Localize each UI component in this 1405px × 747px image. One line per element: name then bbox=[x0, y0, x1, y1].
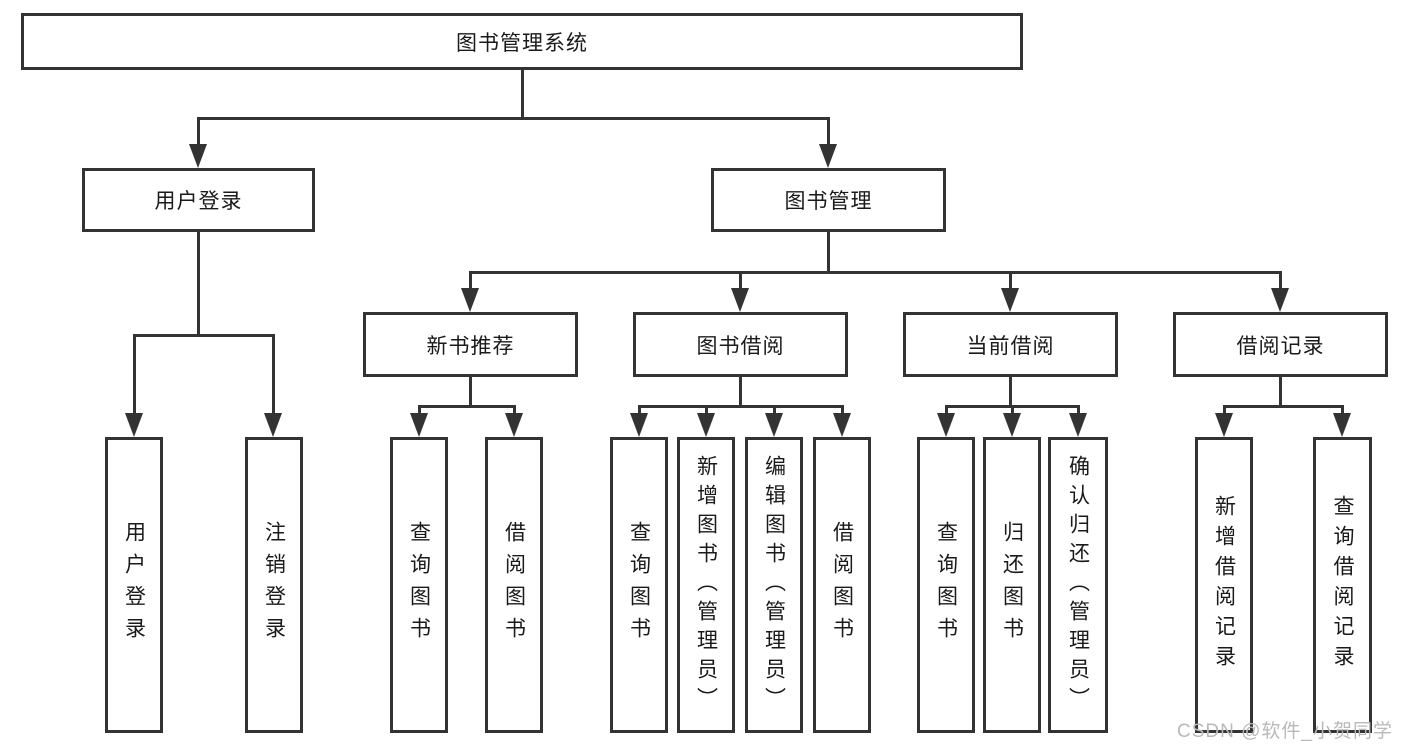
leaf-newrec-borrow-books-label: 借阅图书 bbox=[502, 521, 526, 649]
connector-line bbox=[417, 405, 516, 408]
connector-line bbox=[1222, 405, 1226, 417]
connector-line bbox=[196, 117, 200, 148]
leaf-borrow-edit-books-admin-label: 编辑图书（管理员） bbox=[762, 454, 786, 716]
connector-line bbox=[1278, 377, 1282, 408]
connector-line bbox=[637, 405, 844, 408]
leaf-records-add-record: 新增借阅记录 bbox=[1195, 437, 1253, 733]
leaf-user-login: 用户登录 bbox=[105, 437, 163, 733]
arrow-down-head bbox=[1215, 413, 1233, 437]
leaf-borrow-add-books-admin-label: 新增图书（管理员） bbox=[694, 454, 718, 716]
connector-line bbox=[840, 405, 844, 417]
connector-line bbox=[1076, 405, 1080, 417]
connector-line bbox=[1340, 405, 1344, 417]
arrow-down-head bbox=[833, 413, 851, 437]
leaf-newrec-query-books-label: 查询图书 bbox=[407, 521, 431, 649]
connector-line bbox=[468, 271, 1282, 274]
node-book-management: 图书管理 bbox=[711, 168, 946, 232]
connector-line bbox=[826, 117, 830, 148]
node-book-borrowing-label: 图书借阅 bbox=[696, 334, 785, 358]
connector-line bbox=[826, 232, 830, 274]
connector-line bbox=[738, 377, 742, 408]
arrow-down-head bbox=[1001, 288, 1019, 312]
node-new-book-recommend: 新书推荐 bbox=[363, 312, 578, 377]
leaf-current-query-books-label: 查询图书 bbox=[934, 521, 958, 649]
arrow-down-head bbox=[1069, 413, 1087, 437]
leaf-borrow-borrow-books-label: 借阅图书 bbox=[830, 521, 854, 649]
connector-line bbox=[132, 334, 275, 337]
leaf-borrow-query-books-label: 查询图书 bbox=[627, 521, 651, 649]
connector-line bbox=[704, 405, 708, 417]
csdn-watermark: CSDN @软件_小贺同学 bbox=[1177, 721, 1393, 742]
connector-line bbox=[772, 405, 776, 417]
node-borrowing-records: 借阅记录 bbox=[1173, 312, 1388, 377]
connector-line bbox=[132, 334, 136, 416]
leaf-current-confirm-return-admin: 确认归还（管理员） bbox=[1048, 437, 1108, 733]
connector-line bbox=[1222, 405, 1344, 408]
connector-line bbox=[520, 70, 524, 118]
connector-line bbox=[1010, 405, 1014, 417]
node-book-borrowing: 图书借阅 bbox=[633, 312, 848, 377]
connector-line bbox=[271, 334, 275, 416]
arrow-down-head bbox=[731, 288, 749, 312]
connector-line bbox=[1008, 377, 1012, 408]
arrow-down-head bbox=[461, 288, 479, 312]
leaf-borrow-query-books: 查询图书 bbox=[610, 437, 668, 733]
arrow-down-head bbox=[189, 144, 207, 168]
leaf-logout-label: 注销登录 bbox=[262, 521, 286, 649]
connector-line bbox=[944, 405, 948, 417]
connector-line bbox=[468, 377, 472, 408]
leaf-current-return-books-label: 归还图书 bbox=[1000, 521, 1024, 649]
arrow-down-head bbox=[505, 413, 523, 437]
leaf-logout: 注销登录 bbox=[245, 437, 303, 733]
connector-line bbox=[1278, 271, 1282, 291]
connector-line bbox=[417, 405, 421, 417]
node-current-borrowing-label: 当前借阅 bbox=[966, 334, 1055, 358]
node-root: 图书管理系统 bbox=[21, 13, 1023, 70]
leaf-records-add-record-label: 新增借阅记录 bbox=[1212, 495, 1236, 675]
leaf-current-confirm-return-admin-label: 确认归还（管理员） bbox=[1066, 454, 1090, 716]
leaf-borrow-edit-books-admin: 编辑图书（管理员） bbox=[745, 437, 803, 733]
connector-line bbox=[637, 405, 641, 417]
leaf-newrec-borrow-books: 借阅图书 bbox=[485, 437, 543, 733]
node-root-label: 图书管理系统 bbox=[456, 31, 588, 55]
arrow-down-head bbox=[264, 413, 282, 437]
node-current-borrowing: 当前借阅 bbox=[903, 312, 1118, 377]
arrow-down-head bbox=[937, 413, 955, 437]
connector-line bbox=[738, 271, 742, 291]
leaf-current-return-books: 归还图书 bbox=[983, 437, 1041, 733]
leaf-current-query-books: 查询图书 bbox=[917, 437, 975, 733]
arrow-down-head bbox=[819, 144, 837, 168]
arrow-down-head bbox=[765, 413, 783, 437]
leaf-borrow-add-books-admin: 新增图书（管理员） bbox=[677, 437, 735, 733]
arrow-down-head bbox=[410, 413, 428, 437]
connector-line bbox=[468, 271, 472, 291]
node-borrowing-records-label: 借阅记录 bbox=[1236, 334, 1325, 358]
node-book-management-label: 图书管理 bbox=[784, 190, 873, 213]
arrow-down-head bbox=[125, 413, 143, 437]
node-new-book-recommend-label: 新书推荐 bbox=[426, 334, 515, 358]
connector-line bbox=[512, 405, 516, 417]
leaf-borrow-borrow-books: 借阅图书 bbox=[813, 437, 871, 733]
leaf-records-query-record: 查询借阅记录 bbox=[1313, 437, 1372, 733]
connector-line bbox=[196, 117, 830, 120]
node-user-login: 用户登录 bbox=[82, 168, 315, 232]
arrow-down-head bbox=[697, 413, 715, 437]
arrow-down-head bbox=[1333, 413, 1351, 437]
leaf-records-query-record-label: 查询借阅记录 bbox=[1331, 495, 1354, 675]
node-user-login-label: 用户登录 bbox=[154, 190, 243, 213]
leaf-user-login-label: 用户登录 bbox=[122, 521, 146, 649]
connector-line bbox=[1008, 271, 1012, 291]
arrow-down-head bbox=[1003, 413, 1021, 437]
leaf-newrec-query-books: 查询图书 bbox=[390, 437, 448, 733]
arrow-down-head bbox=[1271, 288, 1289, 312]
connector-line bbox=[196, 232, 200, 337]
arrow-down-head bbox=[630, 413, 648, 437]
